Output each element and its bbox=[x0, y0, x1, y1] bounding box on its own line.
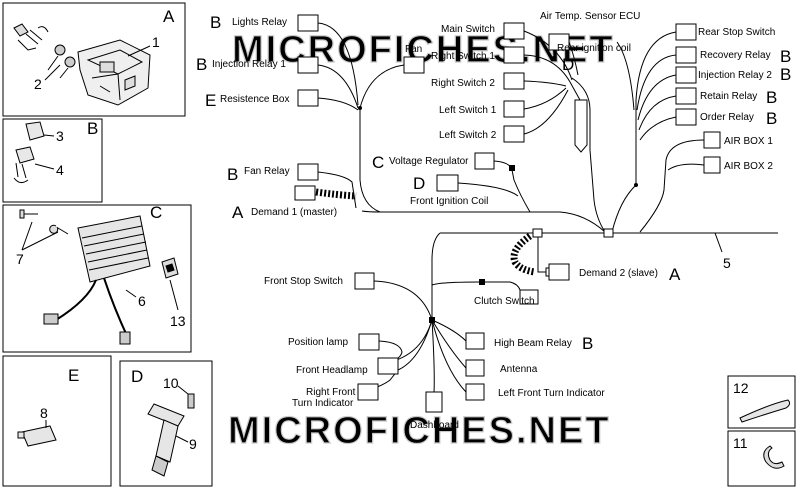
part-3-number: 3 bbox=[56, 128, 64, 144]
panel-a-letter: A bbox=[163, 7, 175, 26]
callout-recovery-relay: B bbox=[780, 47, 791, 66]
label-right-switch-1: Right Switch 1 bbox=[431, 51, 495, 62]
ecu-unit-icon bbox=[77, 39, 151, 106]
label-right-front-turn-line-1: Right Front bbox=[306, 387, 356, 398]
label-order-relay: Order Relay bbox=[700, 112, 754, 123]
screw-icon bbox=[19, 209, 69, 235]
label-left-switch-1: Left Switch 1 bbox=[439, 105, 497, 116]
sensor-plugs-icon bbox=[13, 23, 76, 79]
label-front-stop-switch: Front Stop Switch bbox=[264, 276, 343, 287]
callout-voltage-regulator: C bbox=[372, 153, 384, 172]
label-front-ignition-coil: Front Ignition Coil bbox=[410, 196, 488, 207]
connector-boxes bbox=[294, 14, 721, 413]
part-1-number: 1 bbox=[152, 34, 160, 50]
callout-order-relay: B bbox=[766, 109, 777, 128]
panel-b: B 3 4 bbox=[2, 118, 103, 203]
harness-junction bbox=[603, 228, 614, 238]
wires bbox=[317, 22, 778, 394]
panel-12: 12 bbox=[727, 375, 796, 429]
part-6-number: 6 bbox=[138, 293, 146, 309]
label-demand-2: Demand 2 (slave) bbox=[579, 268, 658, 279]
label-air-box-2: AIR BOX 2 bbox=[724, 161, 773, 172]
label-voltage-regulator: Voltage Regulator bbox=[389, 156, 469, 167]
label-right-switch-2: Right Switch 2 bbox=[431, 78, 495, 89]
voltage-regulator-icon bbox=[43, 215, 151, 345]
callout-rear-ignition-coil: D bbox=[562, 55, 574, 74]
label-fan: Fan bbox=[405, 44, 422, 55]
label-rear-ignition-coil: Rear ignition coil bbox=[557, 43, 631, 54]
panel-b-letter: B bbox=[87, 119, 98, 138]
harness-junction-2 bbox=[532, 228, 543, 238]
label-injection-relay-2: Injection Relay 2 bbox=[698, 70, 772, 81]
relay-icon bbox=[13, 121, 45, 184]
panel-a: A 1 2 bbox=[2, 2, 186, 117]
label-recovery-relay: Recovery Relay bbox=[700, 50, 771, 61]
label-lights-relay: Lights Relay bbox=[232, 17, 287, 28]
callout-high-beam-relay: B bbox=[582, 334, 593, 353]
label-rear-stop-switch: Rear Stop Switch bbox=[698, 27, 775, 38]
connector-labels: Lights Relay Injection Relay 1 Resistenc… bbox=[212, 11, 775, 431]
label-clutch-switch: Clutch Switch bbox=[474, 296, 535, 307]
resistor-box-icon bbox=[17, 425, 57, 447]
ignition-coil-icon bbox=[147, 393, 195, 477]
callout-letters: B B E B A D C D B B B B A B bbox=[196, 13, 791, 353]
part-8-number: 8 bbox=[40, 405, 48, 421]
panel-d-letter: D bbox=[131, 367, 143, 386]
watermark-bottom: MICROFICHES.NET bbox=[228, 410, 611, 452]
part-5-number: 5 bbox=[723, 255, 731, 271]
label-right-front-turn-line-2: Turn Indicator bbox=[292, 398, 354, 409]
panel-d: D 10 9 bbox=[119, 360, 213, 487]
label-left-switch-2: Left Switch 2 bbox=[439, 130, 497, 141]
callout-resistence-box: E bbox=[205, 91, 216, 110]
callout-injection-relay-1: B bbox=[196, 55, 207, 74]
clip-icon bbox=[763, 445, 785, 469]
part-9-number: 9 bbox=[189, 436, 197, 452]
part-12-number: 12 bbox=[733, 380, 749, 396]
callout-fan-relay: B bbox=[227, 165, 238, 184]
panel-e: E 8 bbox=[2, 355, 112, 487]
cable-tie-icon bbox=[739, 399, 791, 423]
callout-demand-1: A bbox=[232, 203, 244, 222]
label-position-lamp: Position lamp bbox=[288, 337, 348, 348]
label-retain-relay: Retain Relay bbox=[700, 91, 757, 102]
wire-coils bbox=[315, 188, 536, 276]
wire-nodes bbox=[358, 106, 638, 323]
label-main-switch: Main Switch bbox=[441, 24, 495, 35]
rear-coil-plug bbox=[574, 99, 588, 153]
callout-injection-relay-2: B bbox=[780, 65, 791, 84]
panel-c-letter: C bbox=[150, 203, 162, 222]
label-front-headlamp: Front Headlamp bbox=[296, 365, 368, 376]
panel-e-letter: E bbox=[68, 366, 79, 385]
callout-front-ignition-coil: D bbox=[413, 174, 425, 193]
label-air-temp-sensor: Air Temp. Sensor ECU bbox=[540, 11, 640, 22]
part-2-number: 2 bbox=[34, 76, 42, 92]
label-resistence-box: Resistence Box bbox=[220, 94, 289, 105]
label-injection-relay-1: Injection Relay 1 bbox=[212, 59, 286, 70]
panel-c: C 7 6 13 bbox=[2, 203, 192, 353]
label-demand-1: Demand 1 (master) bbox=[251, 207, 337, 218]
panel-11: 11 bbox=[727, 430, 796, 487]
callout-retain-relay: B bbox=[766, 88, 777, 107]
part-11-number: 11 bbox=[733, 435, 748, 451]
label-fan-relay: Fan Relay bbox=[244, 166, 290, 177]
part-13-number: 13 bbox=[170, 313, 186, 329]
part-10-number: 10 bbox=[163, 375, 179, 391]
bracket-icon bbox=[161, 257, 179, 279]
part-7-number: 7 bbox=[16, 251, 24, 267]
part-4-number: 4 bbox=[56, 162, 64, 178]
label-high-beam-relay: High Beam Relay bbox=[494, 338, 572, 349]
callout-demand-2: A bbox=[669, 265, 681, 284]
label-dashboard: Dashboard bbox=[410, 420, 459, 431]
label-antenna: Antenna bbox=[500, 364, 538, 375]
callout-lights-relay: B bbox=[210, 13, 221, 32]
label-air-box-1: AIR BOX 1 bbox=[724, 136, 773, 147]
label-left-front-turn: Left Front Turn Indicator bbox=[498, 388, 605, 399]
